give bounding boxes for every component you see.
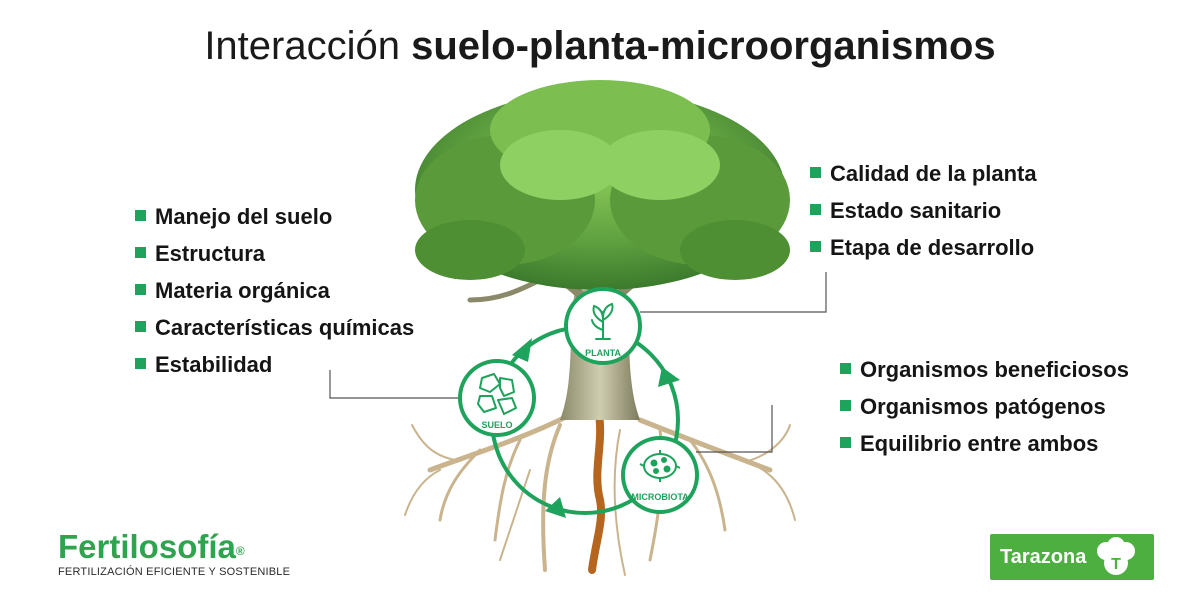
list-item: Equilibrio entre ambos (840, 432, 1129, 469)
cycle-arrow-top-left (512, 338, 532, 362)
tarazona-logo: Tarazona T (990, 534, 1154, 580)
tarazona-letter: T (1111, 556, 1121, 573)
square-bullet-icon (810, 241, 821, 252)
square-bullet-icon (135, 321, 146, 332)
square-bullet-icon (135, 210, 146, 221)
list-item: Estabilidad (135, 353, 414, 390)
square-bullet-icon (810, 167, 821, 178)
list-item: Calidad de la planta (810, 162, 1037, 199)
plant-factors-list: Calidad de la planta Estado sanitario Et… (810, 162, 1037, 273)
taproot (588, 406, 606, 574)
node-microbiota: MICROBIOTA (621, 436, 699, 514)
microbiota-factors-list: Organismos beneficiosos Organismos patóg… (840, 358, 1129, 469)
list-item: Organismos beneficiosos (840, 358, 1129, 395)
square-bullet-icon (135, 247, 146, 258)
brand-tagline: FERTILIZACIÓN EFICIENTE Y SOSTENIBLE (58, 566, 291, 578)
list-item-label: Características químicas (155, 315, 415, 340)
list-item-label: Etapa de desarrollo (830, 235, 1035, 260)
soil-aggregate-icon (477, 373, 517, 415)
square-bullet-icon (840, 437, 851, 448)
microorganism-icon (639, 450, 681, 482)
list-item-label: Organismos patógenos (860, 394, 1106, 419)
square-bullet-icon (135, 358, 146, 369)
square-bullet-icon (840, 363, 851, 374)
list-item-label: Estado sanitario (830, 198, 1002, 223)
tarazona-tree-icon: T (1097, 537, 1136, 575)
page-title: Interacción suelo-planta-microorganismos (0, 22, 1200, 70)
list-item-label: Manejo del suelo (155, 204, 333, 229)
list-item: Características químicas (135, 316, 414, 353)
title-light: Interacción (204, 24, 400, 68)
square-bullet-icon (840, 400, 851, 411)
list-item: Etapa de desarrollo (810, 236, 1037, 273)
square-bullet-icon (135, 284, 146, 295)
node-label-suelo: SUELO (481, 420, 512, 430)
connector-left (329, 370, 462, 399)
list-item: Materia orgánica (135, 279, 414, 316)
list-item: Organismos patógenos (840, 395, 1129, 432)
list-item-label: Estabilidad (155, 352, 273, 377)
list-item: Manejo del suelo (135, 205, 414, 242)
node-planta: PLANTA (564, 287, 642, 365)
node-label-microbiota: MICROBIOTA (631, 492, 689, 502)
list-item-label: Calidad de la planta (830, 161, 1037, 186)
connector-right-bottom (696, 405, 773, 453)
tarazona-name: Tarazona (1000, 545, 1087, 568)
foliage (415, 80, 790, 290)
fertilosofia-logo: Fertilosofía® FERTILIZACIÓN EFICIENTE Y … (58, 528, 291, 579)
square-bullet-icon (810, 204, 821, 215)
registered-mark: ® (235, 544, 245, 558)
list-item-label: Organismos beneficiosos (860, 357, 1129, 382)
list-item: Estructura (135, 242, 414, 279)
brand-name: Fertilosofía (58, 528, 236, 565)
title-bold: suelo-planta-microorganismos (411, 24, 996, 68)
soil-factors-list: Manejo del suelo Estructura Materia orgá… (135, 205, 414, 390)
cycle-arrow-bottom (545, 497, 566, 518)
list-item-label: Materia orgánica (155, 278, 330, 303)
list-item-label: Estructura (155, 241, 266, 266)
node-label-planta: PLANTA (585, 348, 621, 358)
connector-right-top (640, 272, 827, 313)
list-item-label: Equilibrio entre ambos (860, 431, 1099, 456)
plant-icon (591, 302, 614, 340)
node-suelo: SUELO (458, 359, 536, 437)
list-item: Estado sanitario (810, 199, 1037, 236)
cycle-arrow-right (658, 367, 680, 387)
